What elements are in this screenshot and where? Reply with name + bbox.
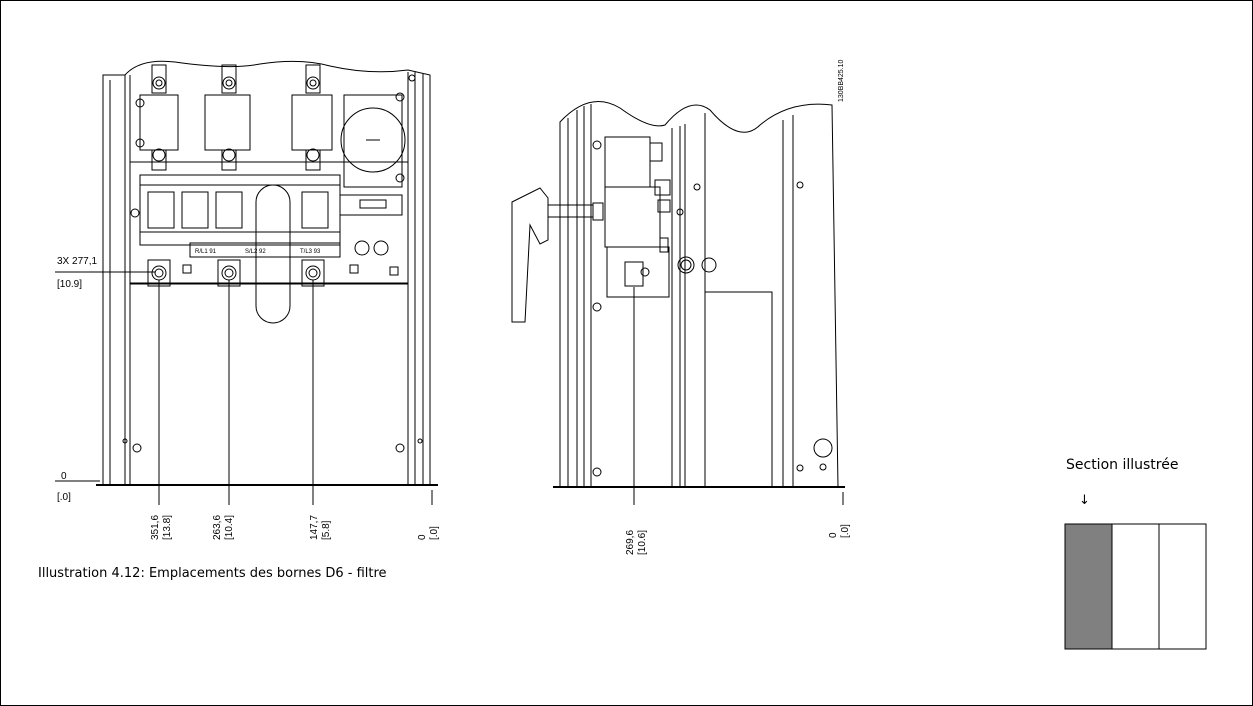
section-highlighted-block [1064, 523, 1113, 650]
front-view-labels: 3X 277,1 [10.9] 0 [.0] R/L1 91 S/L2 92 T… [57, 249, 440, 540]
dim-zero-side-label: 0 [828, 532, 839, 538]
dim-147-label-in: [5.8] [321, 520, 332, 540]
dim-351-label-in: [13.8] [162, 515, 173, 540]
dim-351-label: 351,6 [150, 515, 161, 540]
dim-147-label: 147,7 [309, 515, 320, 540]
zero-left-label: 0 [61, 471, 67, 482]
side-view [511, 101, 845, 505]
section-block-2 [1111, 523, 1160, 650]
dim-263-label-in: [10.4] [224, 515, 235, 540]
dim-zero-front-label: 0 [417, 534, 428, 540]
left-dim-label-in: [10.9] [57, 279, 82, 290]
terminal-label-2: S/L2 92 [245, 249, 266, 255]
zero-left-label-in: [.0] [57, 492, 71, 503]
drawing-id-label: 130BB425.10 [838, 59, 845, 102]
down-arrow-icon: ↓ [1079, 493, 1090, 508]
side-view-labels: 130BB425.10 269,6 [10.6] 0 [.0] [625, 59, 851, 555]
dim-zero-front-label-in: [.0] [429, 526, 440, 540]
terminal-label-3: T/L3 93 [300, 249, 321, 255]
dim-269-label-in: [10.6] [637, 530, 648, 555]
section-block-3 [1158, 523, 1207, 650]
dim-269-label: 269,6 [625, 530, 636, 555]
left-dim-label: 3X 277,1 [57, 256, 97, 267]
front-view [55, 60, 438, 505]
section-title: Section illustrée [1066, 457, 1179, 473]
terminal-label-1: R/L1 91 [195, 249, 217, 255]
dim-263-label: 263,6 [212, 515, 223, 540]
figure-caption: Illustration 4.12: Emplacements des born… [38, 566, 387, 581]
section-indicator [1064, 523, 1207, 650]
dim-zero-side-label-in: [.0] [840, 524, 851, 538]
